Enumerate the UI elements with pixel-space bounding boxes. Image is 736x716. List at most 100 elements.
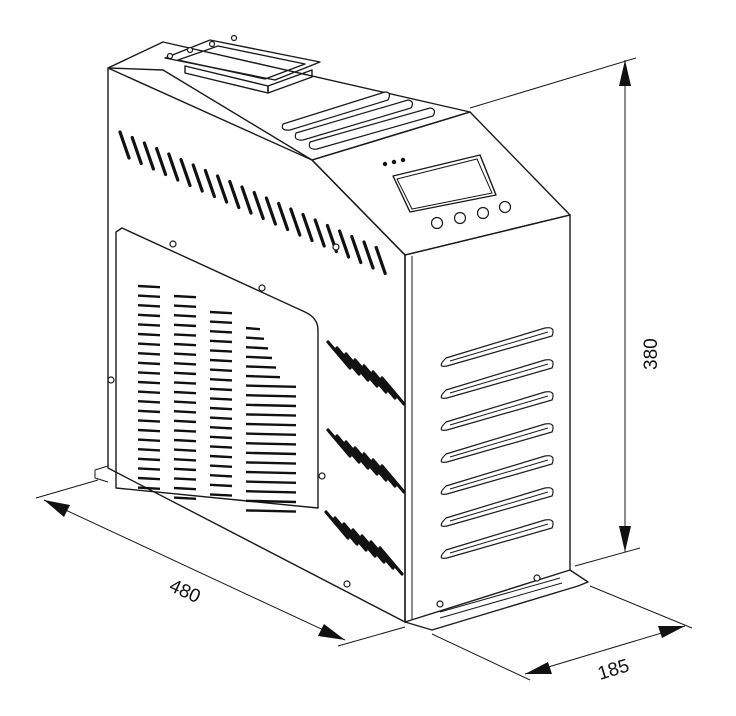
control-button-1 (430, 216, 444, 230)
vent-slot (245, 499, 297, 504)
vent-slot (240, 185, 253, 215)
vent-slot (351, 528, 377, 558)
vent-slot (137, 361, 161, 366)
vent-slot (209, 387, 233, 392)
vent-slot (209, 406, 233, 411)
vent-slot (137, 284, 161, 289)
vent-slot (245, 480, 297, 484)
cabinet-body (94, 41, 589, 631)
control-button-4 (498, 200, 512, 214)
vent-slot (137, 380, 161, 385)
vent-slot (374, 245, 387, 276)
vent-slot (216, 174, 229, 204)
terminal-block (164, 34, 321, 94)
vent-slot (137, 352, 161, 356)
indicator-led-1 (382, 161, 388, 167)
vent-slot (333, 516, 359, 546)
vent-slot (245, 451, 297, 456)
vent-slot (245, 432, 297, 436)
vent-slot (335, 434, 361, 464)
vent-slot (245, 384, 297, 388)
vent-slot (137, 467, 161, 471)
vent-slot (137, 342, 161, 346)
vent-slot (209, 397, 233, 401)
vent-slot (264, 196, 277, 226)
vent-slot (313, 218, 326, 248)
dimension-length-label: 480 (166, 575, 204, 607)
lower-diagonal-vents (324, 340, 406, 576)
vent-slot (137, 371, 161, 375)
vent-slot (155, 146, 168, 177)
vent-slot (137, 438, 161, 442)
vent-slot (344, 352, 370, 382)
vent-slot (137, 390, 161, 394)
vent-slot (173, 477, 197, 481)
vent-slot (173, 323, 197, 328)
vent-slot (209, 426, 233, 430)
vent-slot (173, 410, 197, 414)
dimension-height: 380 (469, 57, 662, 567)
vent-slot (137, 294, 161, 298)
vent-slot (209, 464, 233, 468)
vent-slot (203, 168, 216, 199)
vent-slot (173, 314, 197, 318)
vent-slot (209, 368, 233, 372)
vent-slot (191, 163, 204, 193)
vent-slot (353, 446, 379, 476)
vent-slot (173, 333, 197, 337)
vent-slot (209, 454, 233, 459)
vent-slot (173, 342, 197, 347)
base-foot (404, 569, 589, 631)
vent-slot (209, 474, 233, 478)
control-button-2 (453, 211, 467, 225)
vent-slot (137, 400, 161, 404)
vent-slot (245, 326, 261, 331)
vent-slot (362, 240, 375, 270)
vent-slot (252, 190, 265, 221)
control-button-3 (476, 206, 490, 220)
vent-slot (371, 458, 397, 488)
vent-slot (335, 346, 361, 376)
vent-slot (209, 416, 233, 420)
vent-slot (137, 304, 161, 308)
vent-slot (209, 378, 233, 382)
vent-slot (137, 428, 161, 433)
dimension-height-label: 380 (641, 338, 662, 370)
vent-slot (137, 486, 161, 490)
vent-slot (173, 448, 197, 452)
vent-slot (338, 229, 351, 259)
vent-slot (353, 358, 379, 388)
vent-slot (130, 135, 143, 166)
vent-slot (301, 212, 314, 243)
vent-slot (245, 365, 277, 369)
vent-slot (173, 381, 197, 385)
vent-slot (326, 428, 352, 458)
vent-slot (245, 346, 269, 350)
vent-slot (173, 362, 197, 366)
vent-slot (362, 364, 388, 394)
vent-slot (378, 546, 404, 576)
vent-slot (344, 440, 370, 470)
vent-slot (245, 374, 281, 379)
vent-slot (173, 496, 197, 500)
vent-slot (245, 413, 297, 417)
vent-slot (137, 409, 161, 414)
vent-slot (137, 313, 161, 318)
vent-slot (245, 422, 297, 427)
top-panel (107, 41, 471, 161)
vent-slot (209, 493, 233, 497)
vent-slot (137, 476, 161, 481)
vent-slot (326, 340, 352, 370)
vent-slot (324, 510, 350, 540)
vent-slot (209, 445, 233, 449)
lcd-screen (392, 154, 497, 213)
side-cover-plate (107, 227, 541, 608)
vent-slot (173, 438, 197, 443)
vent-slot (369, 540, 395, 570)
vent-slot (245, 355, 273, 360)
vent-slot (289, 207, 302, 237)
vent-slot (173, 390, 197, 395)
vent-slot (209, 310, 233, 315)
vent-slot (173, 371, 197, 376)
